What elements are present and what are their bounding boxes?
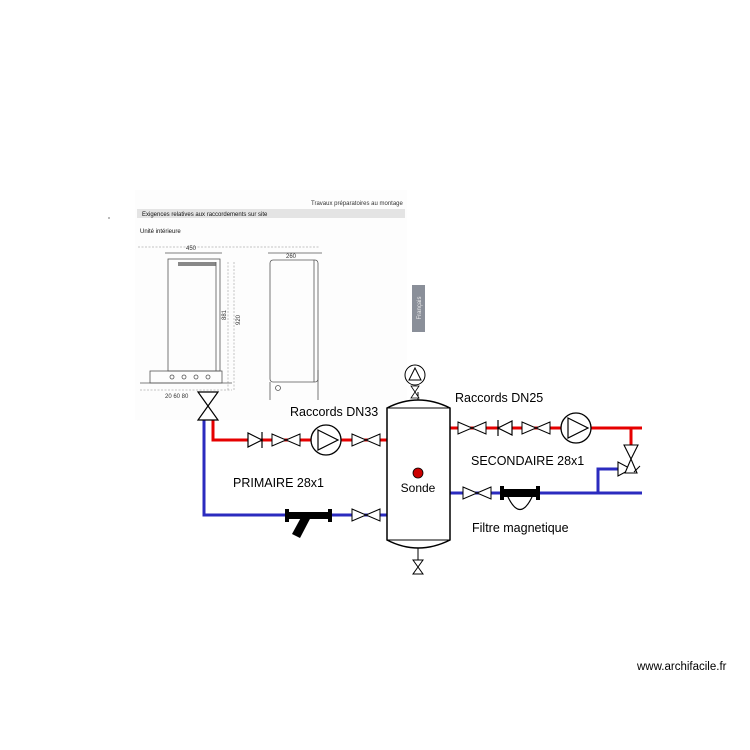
scan-title: Exigences relatives aux raccordements su…: [142, 212, 268, 218]
secondaire-label: SECONDAIRE 28x1: [471, 454, 584, 468]
secondary-fittings: [457, 412, 641, 511]
scanned-installation-document: Travaux préparatoires au montage Exigenc…: [108, 190, 407, 420]
svg-text:450: 450: [186, 246, 197, 252]
gate-valve-icon: [462, 486, 492, 500]
gate-valve-icon: [351, 433, 381, 447]
boiler-three-way-valve-icon: [196, 391, 220, 421]
scan-subtitle: Unité intérieure: [140, 229, 181, 235]
gate-valve-icon: [521, 421, 551, 435]
scan-side-tab-label: Français: [417, 296, 423, 319]
sonde-label: Sonde: [401, 481, 436, 495]
scan-side-tab: [412, 285, 425, 332]
raccords-dn33-label: Raccords DN33: [290, 405, 378, 419]
primary-fittings: [247, 424, 381, 538]
safety-valve-icon: [617, 444, 641, 477]
unit-side-view-drawing: 260: [268, 252, 322, 400]
y-strainer-icon: [285, 509, 332, 538]
safety-valve-return-pipe: [596, 467, 618, 493]
circulator-pump-icon: [560, 412, 592, 444]
gate-valve-icon: [271, 433, 301, 447]
check-valve-icon: [247, 432, 264, 448]
raccords-dn25-label: Raccords DN25: [455, 391, 543, 405]
filtre-magnetique-label: Filtre magnetique: [472, 521, 569, 535]
scan-header: Travaux préparatoires au montage: [311, 201, 403, 207]
scan-title-bar: [137, 209, 405, 218]
primary-hot-pipe: [211, 420, 260, 442]
watermark: www.archifacile.fr: [636, 661, 727, 673]
svg-text:20 60 80: 20 60 80: [165, 394, 189, 400]
svg-text:920: 920: [236, 314, 242, 325]
temperature-sensor-icon: [412, 467, 424, 479]
unit-front-view-drawing: 450 881 920 20 60 80: [138, 246, 320, 400]
svg-text:881: 881: [222, 309, 228, 320]
svg-text:260: 260: [286, 254, 297, 260]
scan-background: [135, 190, 407, 420]
check-valve-icon: [496, 420, 513, 436]
gate-valve-icon: [457, 421, 487, 435]
gate-valve-icon: [351, 508, 381, 522]
circulator-pump-icon: [310, 424, 342, 456]
drain-valve-icon: [412, 559, 424, 575]
magnetic-filter-icon: [500, 486, 540, 511]
primaire-label: PRIMAIRE 28x1: [233, 476, 324, 490]
primary-cold-pipe: [202, 420, 387, 517]
buffer-tank: Sonde: [386, 364, 451, 575]
